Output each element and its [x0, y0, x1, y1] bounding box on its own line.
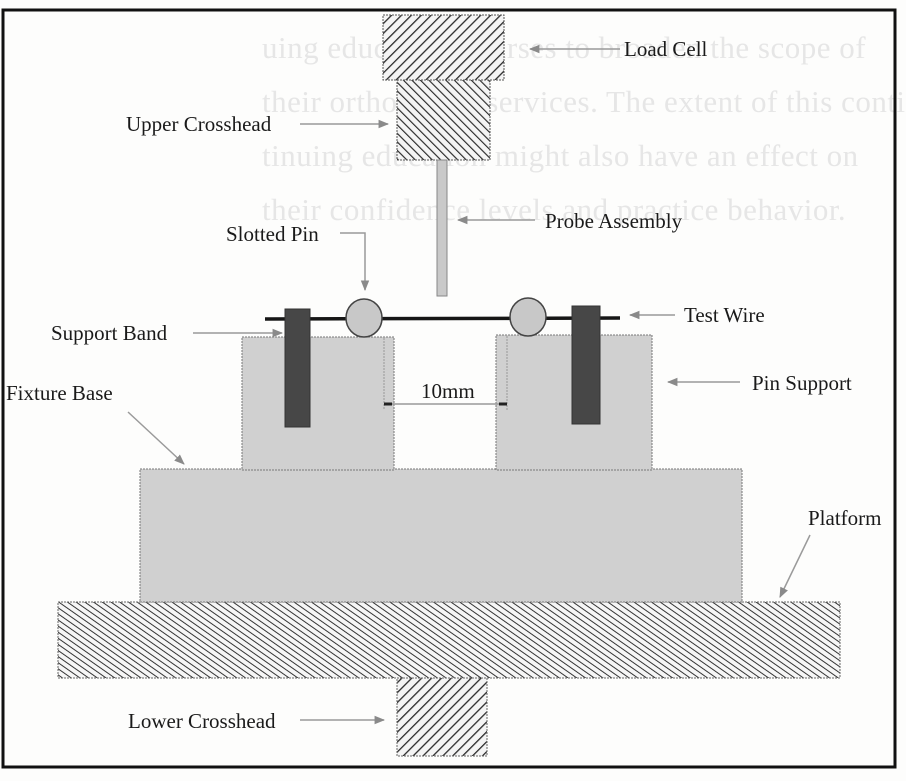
- label-probe-assembly: Probe Assembly: [545, 209, 683, 233]
- upper-crosshead: [396, 79, 491, 161]
- slotted-pin-right: [509, 297, 547, 337]
- label-fixture-base: Fixture Base: [6, 381, 113, 405]
- slotted-pin-left: [345, 298, 383, 338]
- fixture-base-leader: [127, 411, 185, 465]
- probe-assembly: [436, 159, 448, 297]
- fixture-base: [139, 468, 743, 603]
- label-lower-crosshead: Lower Crosshead: [128, 709, 276, 733]
- label-support-band: Support Band: [51, 321, 168, 345]
- bleed-line-4: their confidence levels and practice beh…: [262, 192, 846, 227]
- label-slotted-pin: Slotted Pin: [226, 222, 319, 246]
- figure-frame: [1, 8, 897, 769]
- label-test-wire: Test Wire: [684, 303, 765, 327]
- platform: [57, 601, 841, 679]
- label-upper-crosshead: Upper Crosshead: [126, 112, 272, 136]
- support-band-left: [284, 308, 311, 428]
- bleed-line-1: uing education courses to broaden the sc…: [262, 30, 866, 65]
- label-platform: Platform: [808, 506, 882, 530]
- slotted-pin-leader: [340, 232, 370, 292]
- label-pin-support: Pin Support: [752, 371, 852, 395]
- platform-leader: [779, 534, 811, 598]
- label-load-cell: Load Cell: [624, 37, 708, 61]
- load-cell: [382, 14, 505, 81]
- lower-crosshead: [396, 677, 488, 757]
- bleed-through-text: uing education courses to broaden the sc…: [262, 30, 906, 227]
- pin-support-left: [241, 336, 395, 471]
- support-band-right: [571, 305, 601, 425]
- span-dimension: 10mm: [384, 379, 507, 406]
- bleed-line-3: tinuing education might also have an eff…: [262, 138, 859, 173]
- span-label: 10mm: [421, 379, 475, 403]
- test-wire: [264, 316, 621, 321]
- bleed-line-2: their orthodontic services. The extent o…: [262, 84, 906, 119]
